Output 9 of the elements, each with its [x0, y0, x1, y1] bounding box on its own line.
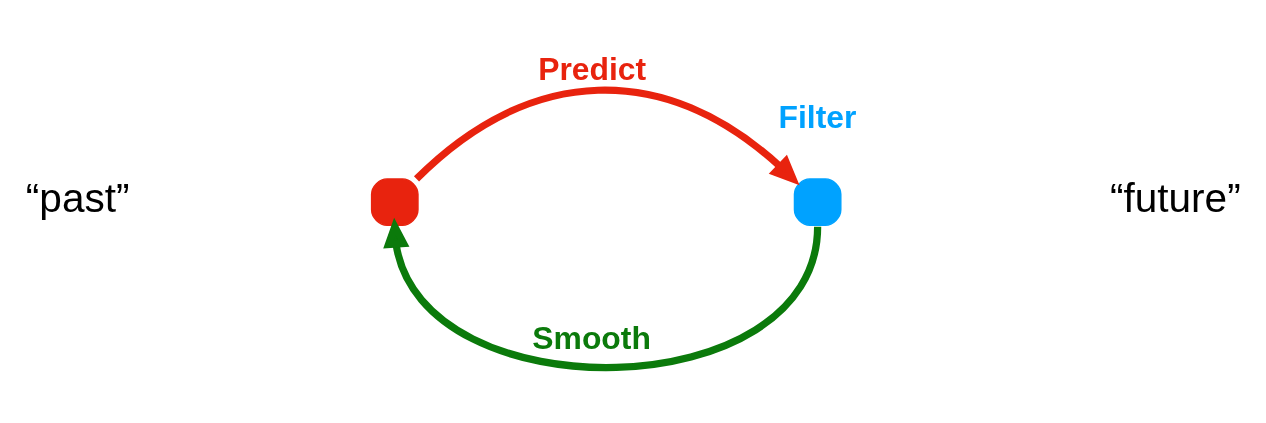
label: “past” — [25, 174, 130, 221]
node-label: Filter — [778, 98, 857, 135]
arrow — [383, 217, 822, 371]
label: “future” — [1110, 174, 1241, 221]
edge-label: Smooth — [532, 319, 651, 356]
edge-label: Predict — [538, 50, 647, 87]
arrow — [414, 86, 800, 185]
node-box — [793, 177, 842, 226]
node-box — [370, 177, 419, 226]
